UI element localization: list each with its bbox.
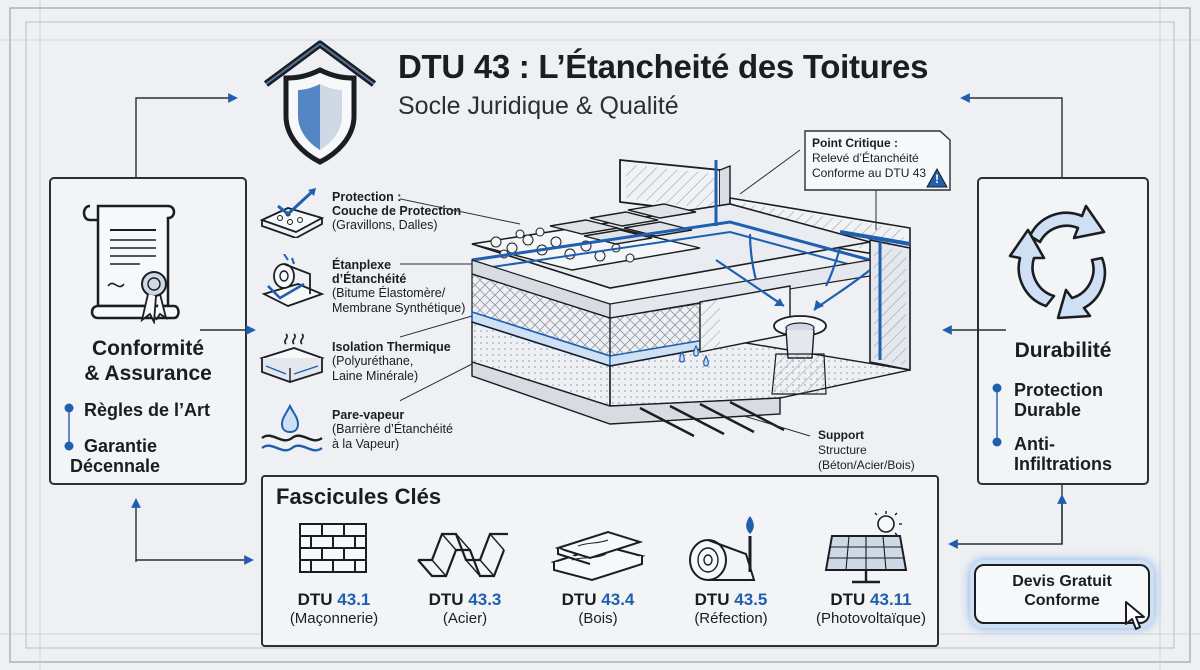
fascicule-prefix: DTU (428, 590, 464, 609)
right-bullet-durable: Durable (1014, 400, 1082, 420)
left-bullet-decennial: Décennale (70, 456, 161, 476)
layer-membrane-heading: Étanplexe (332, 258, 392, 272)
steel-deck-icon (417, 532, 508, 578)
solar-panel-icon (824, 511, 908, 584)
layer-membrane-line3: Membrane Synthétique) (332, 301, 466, 315)
free-quote-button-line2: Conforme (1024, 592, 1100, 609)
warning-mark: ! (935, 172, 939, 186)
fascicule-prefix: DTU (694, 590, 730, 609)
fascicule-label: (Maçonnerie) (289, 610, 379, 627)
support-line1: Structure (818, 443, 867, 457)
page-title: DTU 43 : L’Étancheité des Toitures (398, 48, 929, 85)
warning-triangle-icon (926, 168, 948, 188)
membrane-roll-torch-icon (689, 516, 756, 581)
layer-vapor-line1: (Barrière d’Étanchéité (332, 422, 453, 436)
fascicules-title: Fascicules Clés (276, 484, 442, 509)
layer-membrane-line2: (Bitume Élastomère/ (332, 286, 446, 300)
fascicule-prefix: DTU (561, 590, 597, 609)
callout-box (804, 130, 951, 191)
fascicule-number: 43.3 (468, 590, 502, 609)
fascicule-43-4: DTU 43.4 (Bois) (543, 590, 653, 628)
vapor-barrier-icon (261, 403, 323, 452)
fascicule-label: (Réfection) (694, 610, 768, 627)
left-bullet-connector (64, 403, 74, 451)
fascicule-number: 43.1 (337, 590, 371, 609)
layer-vapor-line2: à la Vapeur) (332, 437, 400, 451)
fascicule-number: 43.5 (734, 590, 768, 609)
support-line2: (Béton/Acier/Bois) (818, 458, 915, 472)
layer-vapor-heading: Pare-vapeur (332, 408, 405, 422)
recycle-arrows-icon (1008, 204, 1107, 320)
left-bullet-guarantee: Garantie (84, 436, 158, 456)
right-bullet-protection: Protection (1014, 380, 1104, 400)
protection-layer-icon (259, 188, 325, 238)
fascicule-prefix: DTU (297, 590, 333, 609)
certificate-scroll-icon (82, 204, 180, 324)
fascicule-prefix: DTU (830, 590, 866, 609)
brick-wall-icon (299, 523, 367, 573)
fascicule-label: (Photovoltaïque) (815, 610, 927, 627)
mouse-cursor-icon (1125, 601, 1145, 630)
layer-protection-line1: Couche de Protection (332, 204, 462, 218)
callout-line1: Relevé d’Étanchéité (812, 151, 919, 165)
layer-insulation-line1: (Polyuréthane, (332, 354, 414, 368)
left-panel-title-line2: & Assurance (84, 362, 212, 385)
layer-protection-heading: Protection : (332, 190, 402, 204)
fascicule-number: 43.4 (601, 590, 635, 609)
left-panel-title-line1: Conformité (92, 337, 204, 360)
layer-insulation-heading: Isolation Thermique (332, 340, 451, 354)
membrane-roll-icon (261, 254, 325, 307)
fascicule-43-3: DTU 43.3 (Acier) (410, 590, 520, 628)
fascicule-label: (Bois) (578, 610, 618, 627)
layer-insulation-line2: Laine Minérale) (332, 369, 419, 383)
callout-line2: Conforme au DTU 43 (812, 166, 927, 180)
layer-protection-line2: (Gravillons, Dalles) (332, 218, 438, 232)
house-shield-icon (263, 40, 377, 165)
free-quote-button-line1: Devis Gratuit (1012, 573, 1112, 590)
fascicule-43-5: DTU 43.5 (Réfection) (676, 590, 786, 628)
right-panel-title: Durabilité (1014, 339, 1112, 362)
insulation-panel-icon (259, 333, 325, 383)
free-quote-button[interactable]: Devis Gratuit Conforme (974, 564, 1150, 624)
right-bullet-anti: Anti- (1014, 434, 1055, 454)
fascicule-43-11: DTU 43.11 (Photovoltaïque) (808, 590, 934, 628)
wood-planks-icon (550, 530, 646, 582)
support-heading: Support (818, 428, 864, 442)
fascicule-label: (Acier) (442, 610, 488, 627)
roof-cross-section-diagram (400, 149, 911, 438)
right-bullet-infiltrations: Infiltrations (1014, 454, 1112, 474)
callout-heading: Point Critique : (812, 136, 898, 150)
page-subtitle: Socle Juridique & Qualité (398, 92, 679, 120)
left-bullet-rules: Règles de l’Art (84, 400, 211, 420)
layer-membrane-line1: d’Étanchéité (332, 272, 407, 286)
right-bullet-connector (992, 383, 1002, 447)
fascicule-43-1: DTU 43.1 (Maçonnerie) (279, 590, 389, 628)
fascicule-number: 43.11 (870, 590, 912, 609)
